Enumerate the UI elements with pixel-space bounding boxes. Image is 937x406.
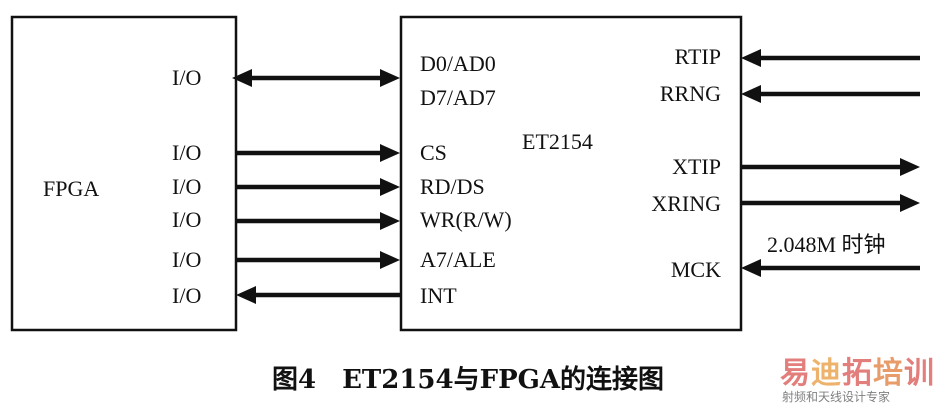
data-bus-arrow xyxy=(232,69,400,87)
watermark-char: 训 xyxy=(904,356,934,391)
chip-title: ET2154 xyxy=(522,129,593,154)
fpga-port-label: I/O xyxy=(172,283,201,308)
chip-pin-mck: MCK xyxy=(671,257,721,282)
fpga-title: FPGA xyxy=(43,176,99,201)
fpga-port-label: I/O xyxy=(172,247,201,272)
chip-pin-xring: XRING xyxy=(651,191,721,216)
chip-pin-xtip: XTIP xyxy=(672,154,721,179)
clock-label: 2.048M 时钟 xyxy=(767,232,886,257)
xring-arrow xyxy=(741,194,920,212)
int-arrow xyxy=(236,286,401,304)
a7-ale-arrow xyxy=(236,251,400,269)
chip-pin-wr: WR(R/W) xyxy=(420,207,512,232)
watermark-char: 迪 xyxy=(811,356,841,391)
rrng-arrow xyxy=(741,85,920,103)
watermark-char: 易 xyxy=(780,356,810,391)
chip-pin-rd-ds: RD/DS xyxy=(420,174,485,199)
fpga-block xyxy=(10,15,238,332)
chip-pin-rrng: RRNG xyxy=(660,81,721,106)
mck-arrow xyxy=(741,259,920,277)
xtip-arrow xyxy=(741,158,920,176)
chip-pin-int: INT xyxy=(420,283,457,308)
watermark-logo: 易 迪 拓 培 训 射频和天线设计专家 xyxy=(780,356,934,404)
chip-pin-d0-ad0: D0/AD0 xyxy=(420,51,496,76)
wr-arrow xyxy=(236,212,400,230)
fpga-port-label: I/O xyxy=(172,207,201,232)
watermark-char: 培 xyxy=(873,356,903,391)
fpga-port-label: I/O xyxy=(172,140,201,165)
et2154-block xyxy=(399,15,743,332)
chip-pin-d7-ad7: D7/AD7 xyxy=(420,85,496,110)
fpga-port-label: I/O xyxy=(172,65,201,90)
watermark-subtitle: 射频和天线设计专家 xyxy=(782,389,890,404)
chip-pin-a7-ale: A7/ALE xyxy=(420,247,496,272)
chip-pin-cs: CS xyxy=(420,140,447,165)
watermark-char: 拓 xyxy=(842,356,872,391)
figure-caption: 图4 ET2154与FPGA的连接图 xyxy=(272,364,664,395)
fpga-port-label: I/O xyxy=(172,174,201,199)
cs-arrow xyxy=(236,144,400,162)
rtip-arrow xyxy=(741,49,920,67)
chip-pin-rtip: RTIP xyxy=(675,44,721,69)
rd-ds-arrow xyxy=(236,178,400,196)
